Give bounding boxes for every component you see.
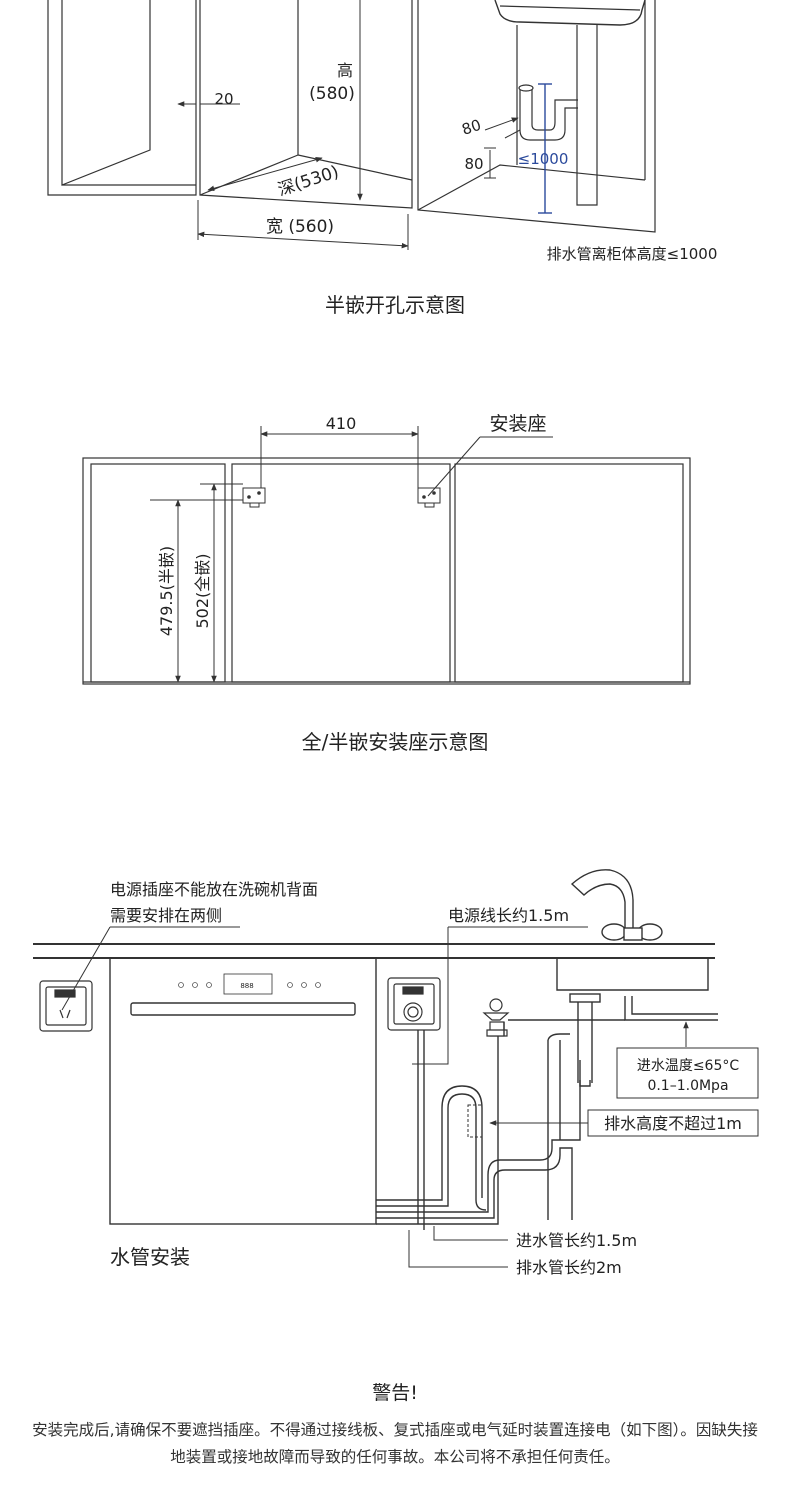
dishwasher	[109, 957, 377, 1225]
cutout-diagram	[47, 0, 656, 233]
hoses	[376, 1019, 625, 1230]
faucet	[570, 869, 663, 941]
sink	[556, 958, 718, 1087]
drain-height-marker	[538, 83, 552, 214]
cutout-caption: 半嵌开孔示意图	[325, 293, 465, 317]
mount-caption: 全/半嵌安装座示意图	[302, 730, 489, 754]
inlet-spec-box	[616, 1047, 759, 1099]
left-socket	[39, 980, 93, 1032]
spacing-value: 410	[326, 414, 357, 433]
inlet-hose-length: 进水管长约1.5m	[516, 1231, 637, 1250]
annotation-lines	[61, 926, 689, 1268]
mount-seat-right	[417, 487, 441, 508]
drain-hook	[467, 1104, 483, 1138]
drain-hose-length: 排水管长约2m	[516, 1258, 622, 1277]
gap-value: 20	[214, 90, 233, 108]
drain-note: 排水管离柜体高度≤1000	[547, 245, 718, 263]
warning-body: 安装完成后,请确保不要遮挡插座。不得通过接线板、复式插座或电气延时装置连接电（如…	[32, 1421, 758, 1466]
inlet-spec-line1: 进水温度≤65°C	[637, 1058, 740, 1074]
pipe-offset-b: 80	[464, 155, 483, 173]
drain-height-limit: 排水高度不超过1m	[604, 1114, 742, 1133]
drain-limit-box	[587, 1109, 759, 1137]
height-value: (580)	[309, 84, 355, 104]
height-label: 高	[337, 61, 353, 80]
drain-height-value: ≤1000	[518, 150, 569, 168]
panel-buttons	[178, 982, 321, 988]
right-socket	[387, 977, 441, 1031]
water-valve	[482, 998, 510, 1037]
countertop	[33, 943, 715, 959]
warning-title: 警告!	[372, 1382, 418, 1404]
width-label: 宽 (560)	[266, 217, 334, 237]
pipe-caption: 水管安装	[110, 1245, 190, 1269]
inlet-spec-line2: 0.1–1.0Mpa	[647, 1078, 728, 1094]
dimension-lines	[177, 0, 521, 250]
mount-dimensions	[150, 426, 553, 683]
socket-note-line2: 需要安排在两侧	[110, 906, 222, 925]
mount-seat-left	[242, 487, 266, 508]
pipe-offset-a: 80	[460, 116, 484, 139]
socket-note-line1: 电源插座不能放在洗碗机背面	[110, 880, 318, 899]
panel-display: 888	[240, 982, 253, 990]
cord-length: 电源线长约1.5m	[448, 906, 569, 925]
full-height: 502(全嵌)	[193, 553, 212, 628]
mount-label: 安装座	[489, 413, 546, 435]
semi-height: 479.5(半嵌)	[157, 546, 176, 636]
mount-diagram	[82, 457, 691, 685]
